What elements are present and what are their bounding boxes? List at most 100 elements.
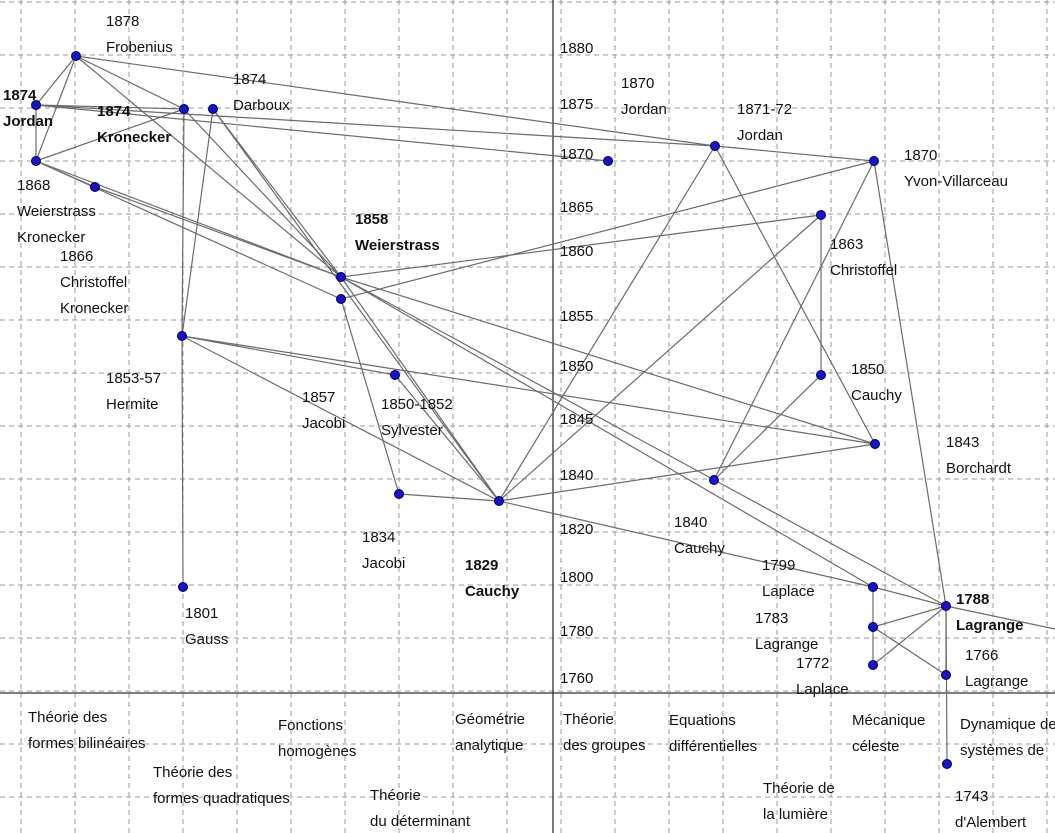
edge-jordan1874-jordan1870a: [35, 104, 609, 162]
node-gauss1801[interactable]: [178, 582, 188, 592]
node-jacobi1857[interactable]: [336, 294, 346, 304]
edge-jacobi1857-jacobi1834: [340, 298, 400, 495]
year-label: 1766: [965, 647, 998, 664]
edge-christoffel_kronecker1866-weierstrass1858: [94, 186, 342, 278]
node-cauchy1850[interactable]: [816, 370, 826, 380]
edge-weierstrass_kronecker1868-kronecker1874: [35, 108, 185, 162]
author-label: Yvon-Villarceau: [904, 173, 1008, 190]
node-borchardt1843[interactable]: [870, 439, 880, 449]
author-label: Sylvester: [381, 422, 443, 439]
field-label-line: systèmes de: [960, 742, 1044, 759]
work-labels: 1878Frobenius1874Jordan1874Kronecker1874…: [3, 13, 1028, 831]
node-jordan1871[interactable]: [710, 141, 720, 151]
year-label: 1743: [955, 788, 988, 805]
node-cauchy1840[interactable]: [709, 475, 719, 485]
edge-frobenius1878-jordan1871: [75, 55, 716, 147]
field-label-line: Dynamique des: [960, 716, 1055, 733]
author-label: Laplace: [796, 681, 849, 698]
field-label-line: Théorie de: [763, 780, 835, 797]
node-yvon1870[interactable]: [869, 156, 879, 166]
edge-yvon1870-cauchy1840: [713, 160, 875, 481]
author-label: Christoffel: [60, 274, 127, 291]
edge-jordan1871-yvon1870: [714, 145, 875, 162]
node-weierstrass_kronecker1868[interactable]: [31, 156, 41, 166]
edge-cauchy1829-christoffel1863: [498, 214, 822, 502]
node-laplace1772[interactable]: [868, 660, 878, 670]
node-christoffel_kronecker1866[interactable]: [90, 182, 100, 192]
time-scale-label: 1855: [560, 308, 593, 325]
time-scale-label: 1865: [560, 199, 593, 216]
author-label: Lagrange: [956, 617, 1024, 634]
time-scale-label: 1870: [560, 146, 593, 163]
node-alembert1743[interactable]: [942, 759, 952, 769]
time-scale-label: 1760: [560, 670, 593, 687]
edge-jordan1871-borchardt1843: [714, 145, 876, 445]
year-label: 1829: [465, 557, 498, 574]
node-darboux1874[interactable]: [208, 104, 218, 114]
node-lagrange1788[interactable]: [941, 601, 951, 611]
author-label: Jordan: [3, 113, 53, 130]
author-label: Laplace: [762, 583, 815, 600]
node-lagrange1783[interactable]: [868, 622, 878, 632]
author-label: Jordan: [621, 101, 667, 118]
edge-weierstrass1858-borchardt1843: [340, 276, 876, 445]
edge-frobenius1878-weierstrass_kronecker1868: [35, 55, 77, 162]
edge-cauchy1829-jordan1871: [498, 145, 716, 502]
author-label: Darboux: [233, 97, 290, 114]
author-label: Cauchy: [465, 583, 520, 600]
node-laplace1799[interactable]: [868, 582, 878, 592]
author-label: Cauchy: [851, 387, 902, 404]
node-cauchy1829[interactable]: [494, 496, 504, 506]
node-frobenius1878[interactable]: [71, 51, 81, 61]
node-sylvester1850[interactable]: [390, 370, 400, 380]
year-label: 1870: [904, 147, 937, 164]
node-christoffel1863[interactable]: [816, 210, 826, 220]
year-label: 1850-1852: [381, 396, 453, 413]
edge-jordan1874-jordan1871: [35, 104, 716, 147]
year-label: 1870: [621, 75, 654, 92]
node-jordan1870a[interactable]: [603, 156, 613, 166]
field-label-line: des groupes: [563, 737, 646, 754]
year-label: 1783: [755, 610, 788, 627]
node-jacobi1834[interactable]: [394, 489, 404, 499]
field-label-line: Théorie des: [153, 764, 232, 781]
node-jordan1874[interactable]: [31, 100, 41, 110]
year-label: 1874: [233, 71, 266, 88]
edge-hermite1853-sylvester1850: [181, 335, 396, 376]
edge-weierstrass_kronecker1868-christoffel_kronecker1866: [35, 160, 96, 188]
year-label: 1788: [956, 591, 989, 608]
year-label: 1850: [851, 361, 884, 378]
node-weierstrass1858[interactable]: [336, 272, 346, 282]
author-label: Hermite: [106, 396, 159, 413]
edge-frobenius1878-weierstrass1858: [75, 55, 342, 278]
time-scale-label: 1800: [560, 569, 593, 586]
edge-kronecker1874-hermite1853: [181, 108, 185, 337]
time-scale-label: 1820: [560, 521, 593, 538]
node-lagrange1766[interactable]: [941, 670, 951, 680]
edge-weierstrass1858-laplace1799: [340, 276, 874, 588]
node-kronecker1874[interactable]: [179, 104, 189, 114]
year-label: 1874: [97, 103, 131, 120]
node-hermite1853[interactable]: [177, 331, 187, 341]
field-label-line: Equations: [669, 712, 736, 729]
time-scale-label: 1850: [560, 358, 593, 375]
author-label: Jacobi: [362, 555, 405, 572]
year-label: 1866: [60, 248, 93, 265]
